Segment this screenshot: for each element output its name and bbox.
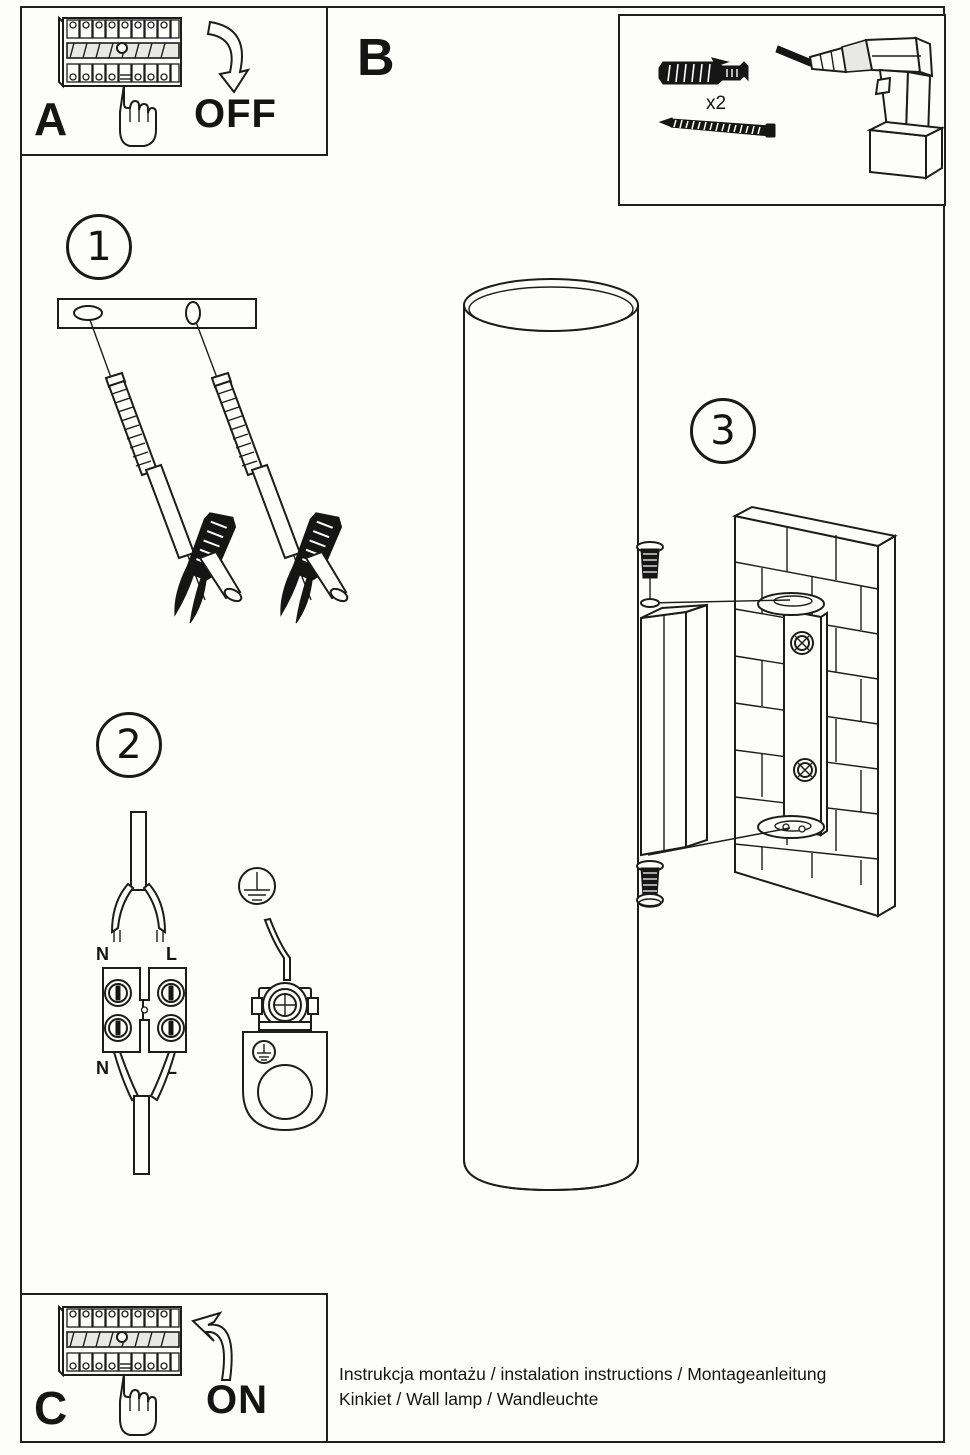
lower-cable-icon [112, 1051, 177, 1175]
step-3-number: 3 [690, 398, 756, 464]
panel-a-letter: A [34, 93, 68, 145]
terminal-label-bottom-l: L [166, 1058, 177, 1078]
tube-fixing-screw-bottom-icon [636, 860, 664, 908]
hand-pointing-icon-a [119, 84, 157, 147]
panel-a-action-label: OFF [194, 92, 277, 136]
panel-b-letter: B [357, 29, 395, 87]
terminal-label-top-n: N [96, 944, 109, 964]
screw-anchor-assembly-left [89, 319, 243, 624]
earth-screw-terminal-icon [251, 982, 319, 1031]
wall-bracket-plate-icon [757, 592, 828, 839]
quantity-label-x2: x2 [706, 93, 727, 114]
earth-wire-icon [263, 917, 291, 981]
wood-screw-icon [658, 117, 776, 138]
panel-c-letter: C [34, 1382, 68, 1434]
caption-line-2: Kinkiet / Wall lamp / Wandleuchte [339, 1389, 599, 1410]
breaker-panel-icon-c [58, 1304, 182, 1378]
panel-c-action-label: ON [206, 1378, 268, 1422]
earth-bracket-body-icon [242, 1031, 328, 1132]
upper-cable-icon [110, 811, 167, 942]
page-border [20, 6, 945, 1443]
terminal-block-icon [102, 967, 187, 1053]
tube-fixing-screw-top-icon [636, 541, 664, 608]
terminal-label-bottom-n: N [96, 1058, 109, 1078]
lamp-bracket-arm-icon [640, 599, 791, 857]
step-2-number: 2 [96, 712, 162, 778]
power-drill-icon [775, 36, 946, 180]
cylindrical-lamp-tube-icon [463, 278, 639, 1192]
step-1-number: 1 [66, 214, 132, 280]
earth-ground-symbol-icon [238, 867, 276, 905]
caption-line-1: Instrukcja montażu / instalation instruc… [339, 1364, 827, 1384]
terminal-label-top-l: L [166, 944, 177, 964]
mounting-plate-icon [57, 298, 257, 329]
caption-block: Instrukcja montażu / instalation instruc… [339, 1362, 899, 1413]
hand-pointing-icon-c [119, 1373, 157, 1436]
breaker-panel-icon-a [58, 15, 182, 89]
arrow-up-icon-c [191, 1311, 233, 1381]
screw-anchor-assembly-right [195, 321, 349, 624]
wall-plug-anchor-icon [658, 57, 749, 85]
arrow-down-icon-a [206, 20, 251, 94]
